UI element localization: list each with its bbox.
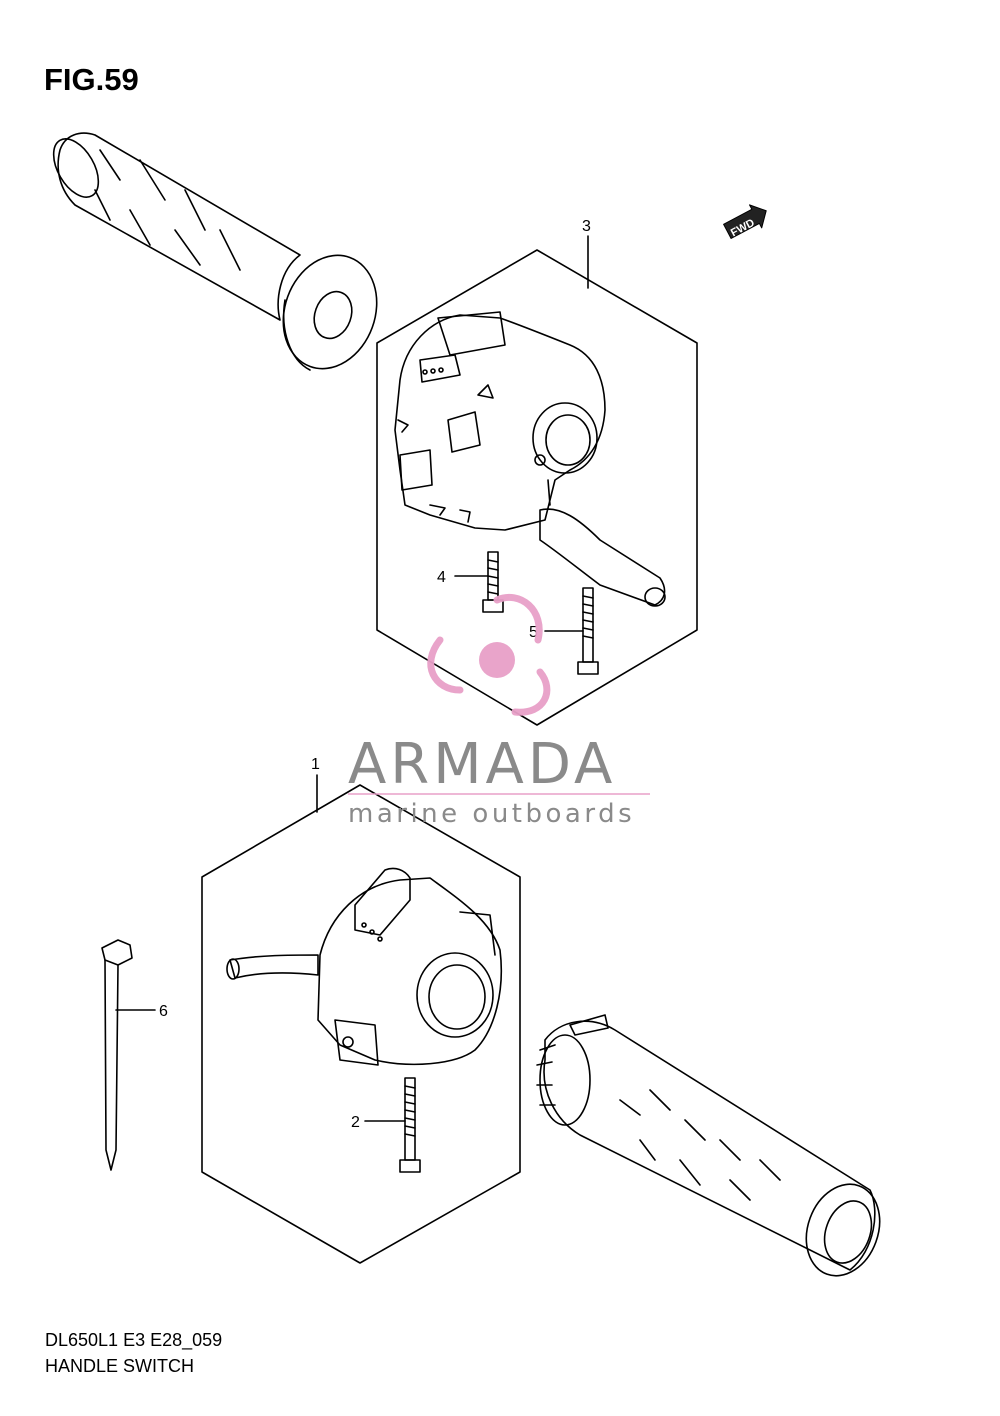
- left-switch-housing: [226, 867, 503, 1066]
- watermark-tagline: marine outboards: [348, 799, 635, 829]
- figure-title: FIG.59: [44, 62, 139, 97]
- armada-logo: [427, 593, 551, 716]
- left-handlebar-grip: [52, 132, 378, 371]
- screw-part2: [364, 1077, 421, 1173]
- callout-part1: 1: [311, 756, 320, 773]
- callout-part2: 2: [351, 1114, 360, 1131]
- throttle-grip: [536, 1014, 881, 1277]
- right-switch-housing: [394, 311, 666, 607]
- callout-part3: 3: [582, 218, 591, 235]
- figure-name: HANDLE SWITCH: [45, 1356, 195, 1376]
- fwd-direction-badge: [723, 204, 767, 239]
- part3-kit-frame: [376, 249, 698, 726]
- screw-part5: [544, 587, 599, 675]
- callout-part5: 5: [529, 624, 538, 641]
- callout-part6: 6: [159, 1003, 168, 1020]
- callout-part4: 4: [437, 569, 446, 586]
- watermark-name: ARMADA: [348, 732, 616, 797]
- model-code: DL650L1 E3 E28_059: [45, 1330, 223, 1350]
- cable-tie-part6: [101, 939, 156, 1171]
- part1-kit-frame: [201, 784, 521, 1264]
